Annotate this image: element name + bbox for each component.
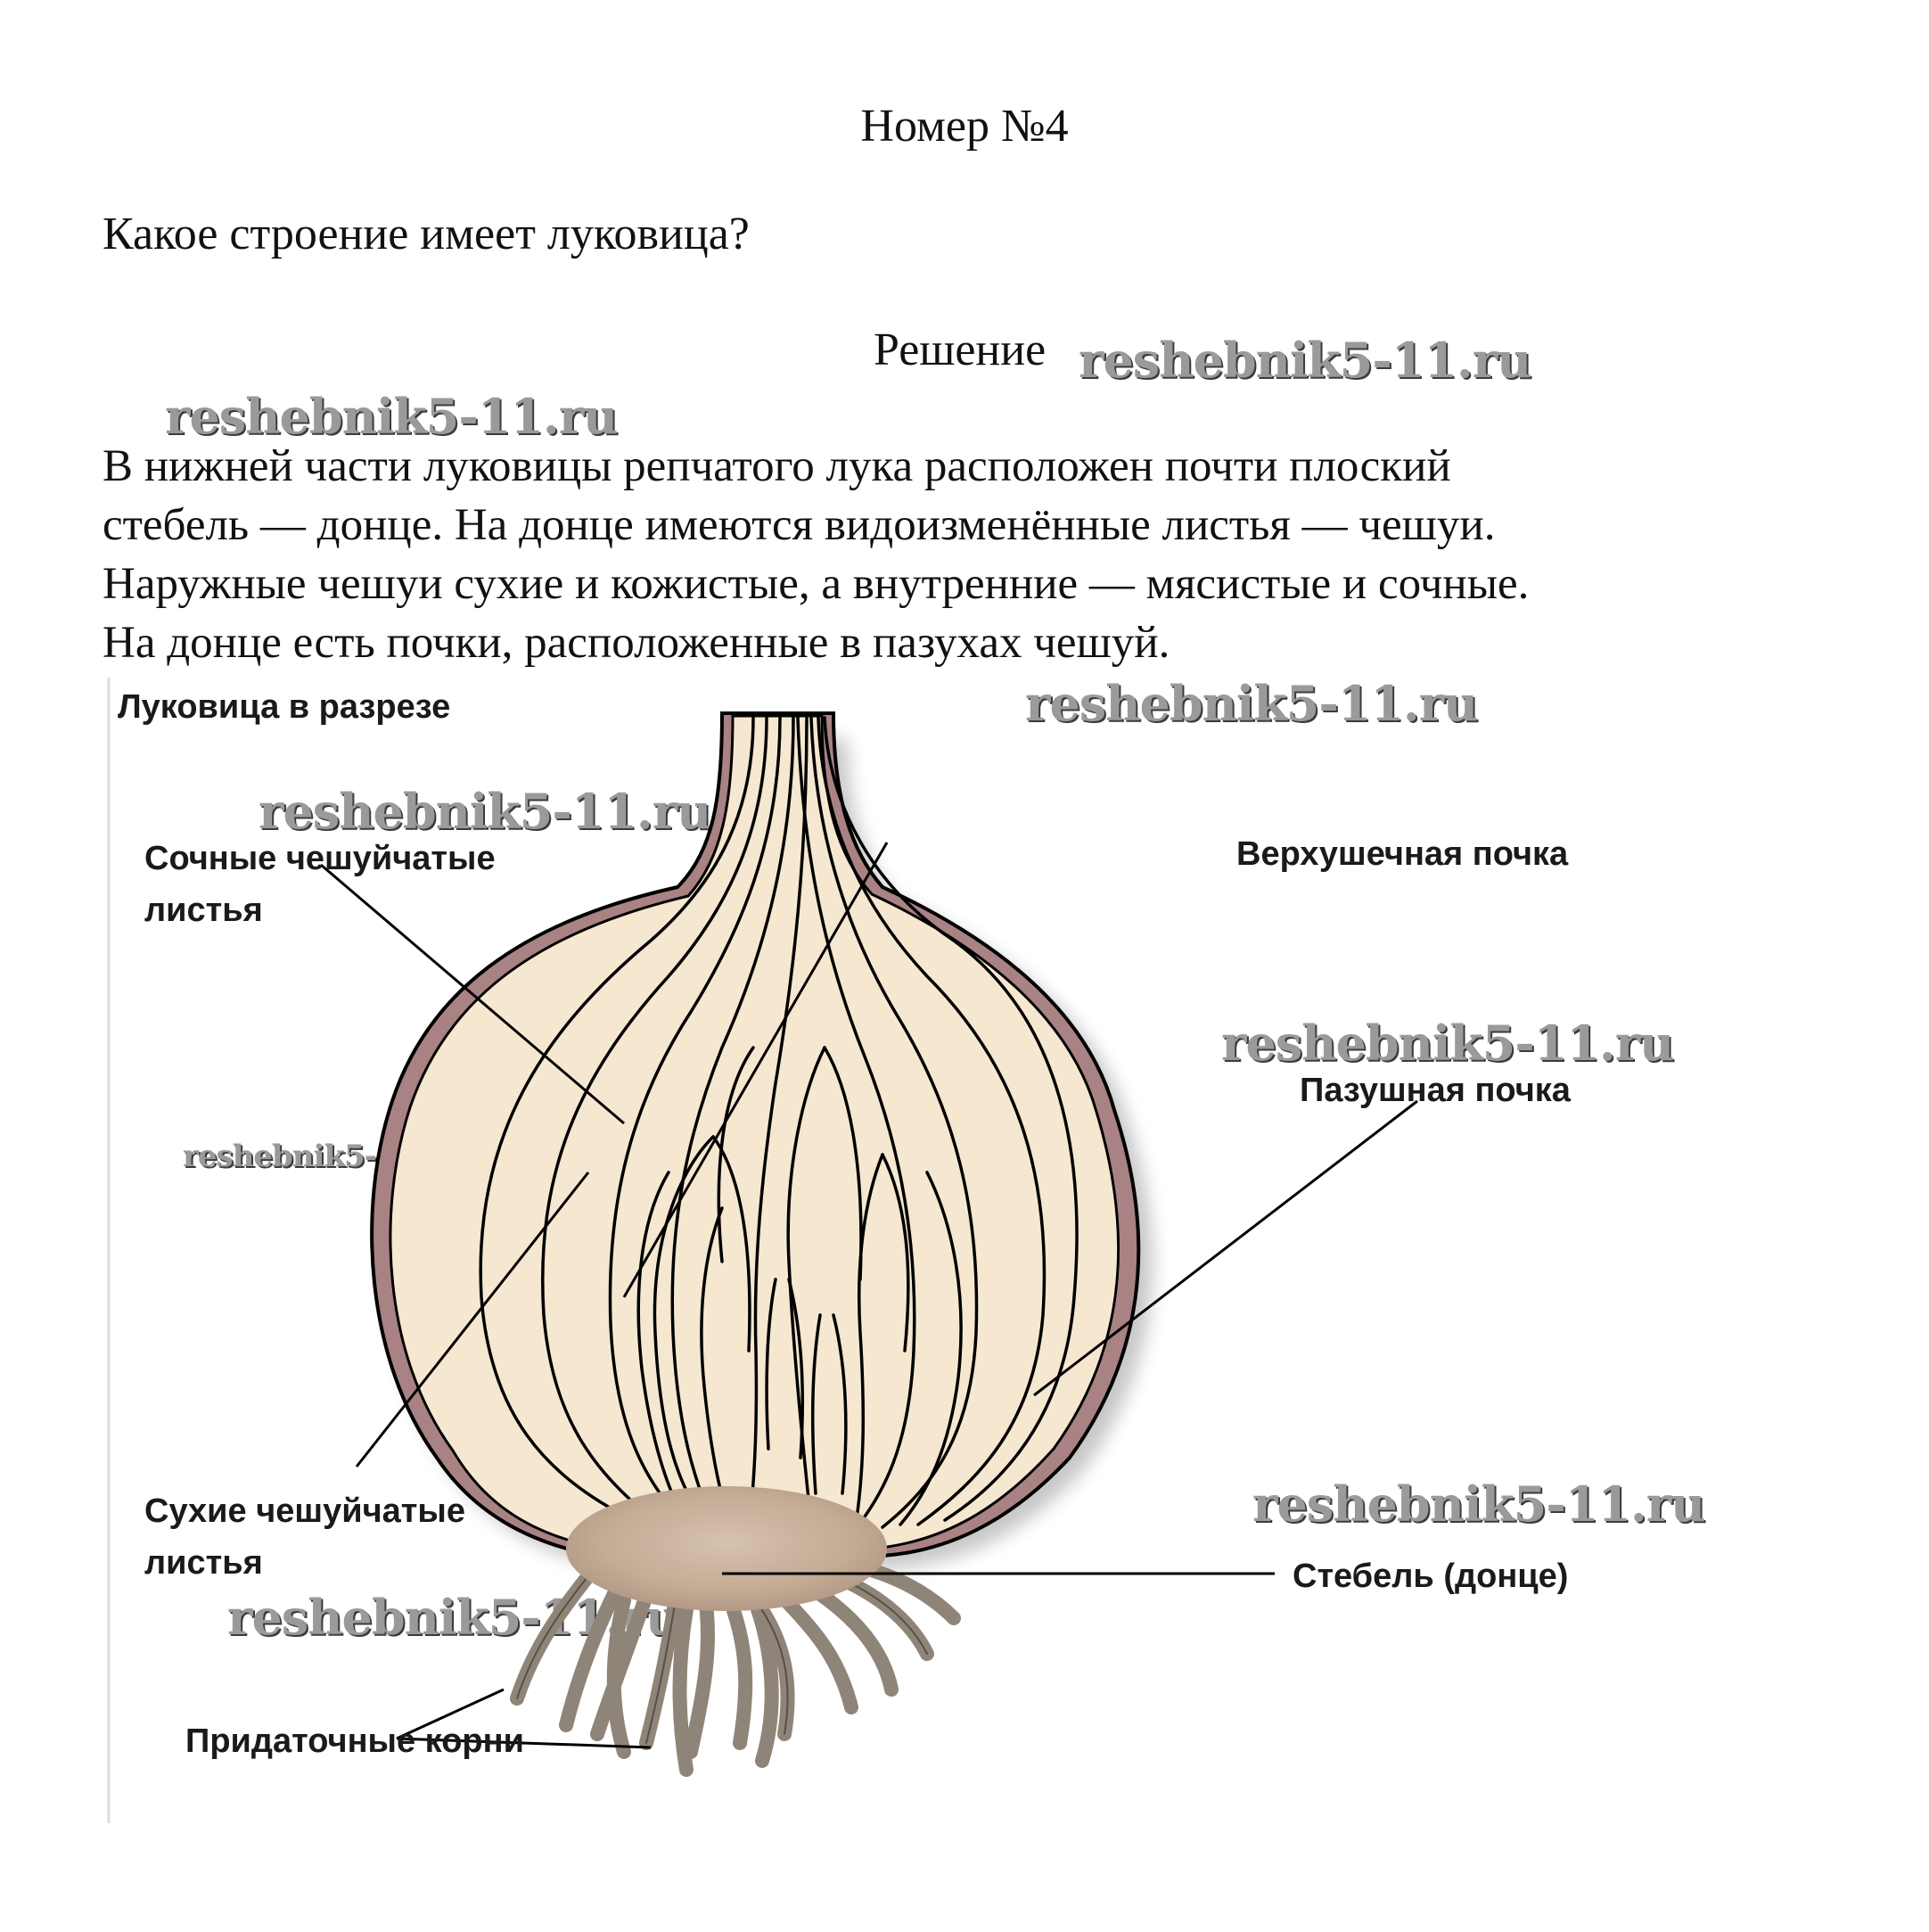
scale-lines [479,716,1079,1531]
answer-line: На донце есть почки, расположенные в паз… [103,618,1170,668]
label-stem-basal-plate: Стебель (донце) [1293,1558,1568,1595]
answer-line: Наружные чешуи сухие и кожистые, а внутр… [103,559,1530,609]
answer-paragraph: В нижней части луковицы репчатого лука р… [103,437,1850,672]
bulb-base-stem [566,1486,887,1611]
watermark: reshebnik5-11.ru [165,388,618,445]
watermark: reshebnik5-11.ru [1221,1015,1674,1072]
page-number: Номер №4 [860,101,1069,152]
watermark: reshebnik5-11.ru [1252,1476,1705,1533]
label-dry-leaves-line1: Сухие чешуйчатые [144,1492,465,1530]
solution-label: Решение [874,325,1047,375]
diagram-title: Луковица в разрезе [118,688,450,726]
watermark: reshebnik5-11.ru [259,783,711,840]
watermark: reshebnik5-11.ru [1079,332,1531,389]
leader-lines [320,842,1418,1749]
label-juicy-leaves-line2: листья [144,892,263,929]
label-adventitious-roots: Придаточные корни [185,1722,524,1760]
onion-bulb-diagram: Луковица в разрезе [107,678,1572,1823]
answer-line: В нижней части луковицы репчатого лука р… [103,441,1451,491]
label-apical-bud: Верхушечная почка [1236,835,1569,873]
watermark: reshebnik5-11.ru [1025,675,1478,732]
question-text: Какое строение имеет луковица? [103,209,750,259]
label-axillary-bud: Пазушная почка [1300,1072,1572,1109]
label-juicy-leaves-line1: Сочные чешуйчатые [144,840,496,877]
answer-line: стебель — донце. На донце имеются видоиз… [103,500,1496,550]
label-dry-leaves-line2: листья [144,1544,263,1582]
